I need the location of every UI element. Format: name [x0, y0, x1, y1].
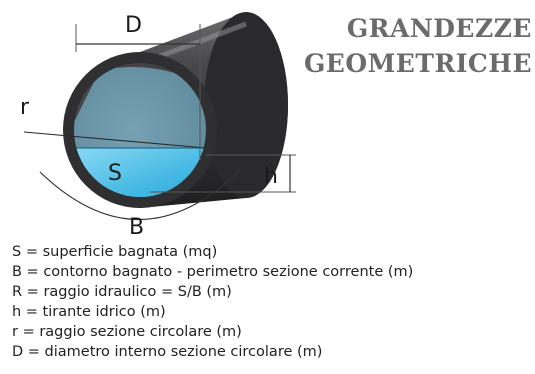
title-line-2: GEOMETRICHE	[303, 49, 532, 78]
title-line-1: GRANDEZZE	[346, 14, 532, 43]
legend-item: B = contorno bagnato - perimetro sezione…	[12, 264, 414, 280]
radius-label: r	[20, 95, 30, 120]
legend-item: h = tirante idrico (m)	[12, 304, 166, 320]
legend-item: R = raggio idraulico = S/B (m)	[12, 284, 232, 300]
wet-perimeter-label: B	[129, 215, 144, 240]
legend-item: D = diametro interno sezione circolare (…	[12, 344, 323, 360]
wet-perimeter-arc	[39, 169, 241, 221]
pipe-highlight	[149, 21, 247, 63]
legend-item: r = raggio sezione circolare (m)	[12, 324, 242, 340]
wet-area-label: S	[108, 161, 122, 186]
legend-item: S = superficie bagnata (mq)	[12, 244, 218, 260]
pipe-far-end	[204, 12, 288, 198]
depth-label: h	[264, 164, 278, 189]
radius-line	[23, 131, 207, 149]
legend-list: S = superficie bagnata (mq) B = contorno…	[12, 242, 413, 362]
diameter-label: D	[125, 13, 142, 38]
